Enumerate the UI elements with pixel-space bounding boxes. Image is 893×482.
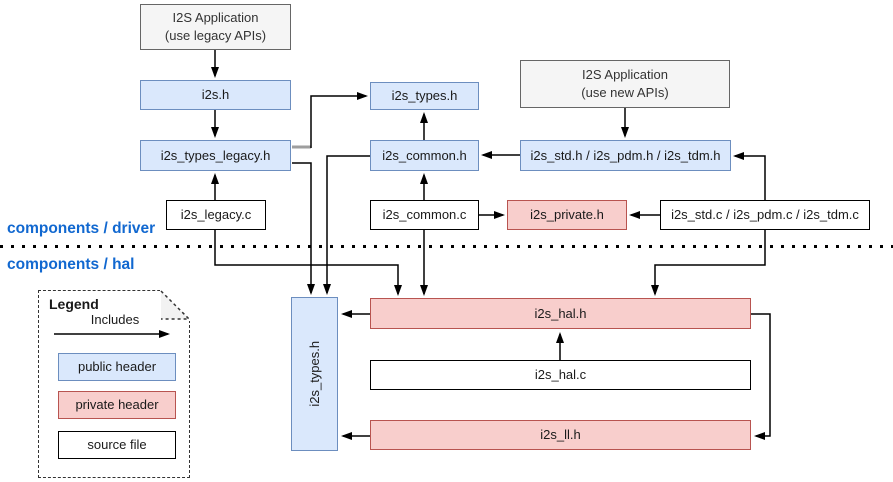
node-i2s-common-c: i2s_common.c (370, 200, 479, 230)
node-i2s-application-legacy: I2S Application (use legacy APIs) (140, 4, 291, 50)
section-label-components-driver: components / driver (7, 220, 156, 237)
node-i2s-hal-c: i2s_hal.c (370, 360, 751, 390)
node-label: I2S Application (172, 10, 259, 26)
legend-item-public-header: public header (58, 353, 176, 381)
node-i2s-legacy-c: i2s_legacy.c (166, 200, 266, 230)
edge-stdc-to-halh (651, 230, 766, 296)
node-i2s-ll-h: i2s_ll.h (370, 420, 751, 450)
node-i2s-types-legacy-h: i2s_types_legacy.h (140, 140, 291, 171)
legend-includes-label: Includes (90, 312, 140, 327)
legend-item-label: private header (75, 397, 159, 413)
legend: Legend Includes public header private he… (38, 289, 191, 478)
node-label: (use legacy APIs) (164, 28, 267, 43)
node-i2s-std-pdm-tdm-c: i2s_std.c / i2s_pdm.c / i2s_tdm.c (660, 200, 870, 230)
edge-stdc-to-stdh (733, 152, 766, 200)
node-label: i2s_common.c (382, 207, 467, 223)
node-label: i2s_types_legacy.h (160, 147, 271, 163)
node-label: i2s.h (201, 87, 230, 103)
edge-halh-to-llh (751, 313, 771, 440)
node-label: I2S Application (581, 67, 668, 83)
node-i2s-private-h: i2s_private.h (507, 200, 627, 230)
node-label: i2s_std.c / i2s_pdm.c / i2s_tdm.c (671, 207, 859, 223)
node-label: i2s_legacy.c (180, 207, 252, 223)
node-label: i2s_ll.h (540, 427, 581, 443)
node-label: i2s_types.h (306, 341, 322, 407)
node-i2s-types-h-hal: i2s_types.h (291, 297, 338, 451)
node-i2s-common-h: i2s_common.h (370, 140, 479, 171)
legend-item-label: source file (87, 437, 147, 453)
legend-title: Legend (49, 296, 99, 312)
node-label: i2s_hal.h (534, 305, 587, 321)
node-i2s-types-h: i2s_types.h (370, 82, 479, 110)
edge-legacyc-to-halh (214, 230, 402, 296)
node-i2s-std-pdm-tdm-h: i2s_std.h / i2s_pdm.h / i2s_tdm.h (520, 140, 731, 171)
node-i2s-hal-h: i2s_hal.h (370, 298, 751, 329)
node-label: i2s_hal.c (534, 367, 587, 383)
edge-typeslegacy-to-typesvert (292, 162, 315, 295)
node-i2s-h: i2s.h (140, 80, 291, 110)
node-i2s-application-new: I2S Application (use new APIs) (520, 60, 730, 108)
section-label-components-hal: components / hal (7, 256, 135, 273)
legend-item-private-header: private header (58, 391, 176, 419)
node-label: i2s_types.h (391, 88, 458, 104)
edge-commonh-to-typesvert (323, 155, 370, 295)
edge-typeslegacy-to-typestop (310, 92, 368, 148)
node-label: i2s_private.h (530, 207, 604, 223)
legend-item-source-file: source file (58, 431, 176, 459)
layer-divider-dotted-line (0, 245, 893, 248)
node-label: i2s_std.h / i2s_pdm.h / i2s_tdm.h (530, 147, 721, 163)
node-label: i2s_common.h (382, 147, 467, 163)
node-label: (use new APIs) (581, 85, 669, 100)
note-fold-corner-icon (159, 289, 191, 321)
legend-item-label: public header (77, 359, 157, 375)
includes-arrow-icon (54, 330, 170, 338)
